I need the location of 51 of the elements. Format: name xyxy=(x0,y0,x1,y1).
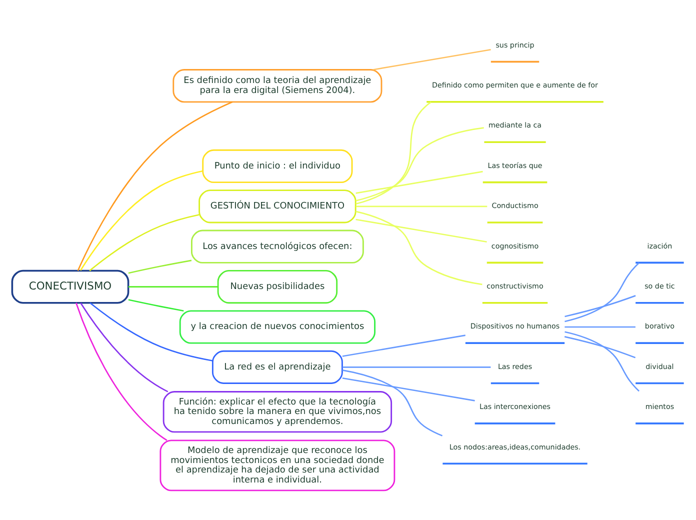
node-text: ización xyxy=(647,241,672,250)
node-text: constructivismo xyxy=(486,281,544,290)
connector xyxy=(90,302,213,362)
node-box: CONECTIVISMO xyxy=(11,270,130,304)
node-text: mientos xyxy=(645,402,674,412)
connector xyxy=(75,302,168,441)
connector xyxy=(356,210,482,286)
connector xyxy=(128,286,218,288)
connector xyxy=(356,127,484,202)
connector xyxy=(564,262,640,322)
connector xyxy=(80,170,203,271)
connector xyxy=(128,299,184,312)
node-box: Es definido como la teoria del aprendizaje para la era digital (Siemens 2004). xyxy=(172,69,382,103)
connector xyxy=(89,214,200,272)
node-text: Las redes xyxy=(498,362,532,371)
node-text: Las teorías que xyxy=(488,160,542,170)
connector xyxy=(342,366,491,368)
connector xyxy=(356,170,483,194)
node-box: Los avances tecnológicos ofecen: xyxy=(190,230,364,264)
connector xyxy=(80,302,168,392)
node-text: cognositismo xyxy=(491,241,539,250)
connector xyxy=(372,48,491,70)
node-text: sus princip xyxy=(496,40,534,50)
connector xyxy=(342,377,475,402)
node-box: Modelo de aprendizaje que reconoce los movimientos tectonicos en una sociedad donde el aprendizaje ha dejado de ser una actividad interna e individual. xyxy=(160,440,396,492)
node-text: Los nodos:areas,ideas,comunidades. xyxy=(449,442,581,452)
node-box: y la creacion de nuevos conocimientos xyxy=(179,310,376,344)
connector xyxy=(564,331,640,392)
node-box: Punto de inicio : el individuo xyxy=(202,149,353,184)
node-text: dividual xyxy=(646,362,674,371)
node-text: Conductismo xyxy=(492,201,538,210)
connector xyxy=(356,206,488,208)
node-text: Dispositivos no humanos xyxy=(470,322,560,331)
node-box: GESTIÓN DEL CONOCIMIENTO xyxy=(198,190,356,224)
connector xyxy=(564,336,636,358)
connector xyxy=(342,334,466,357)
connector xyxy=(564,326,636,328)
connector xyxy=(356,102,432,205)
node-text: Definido como permiten que e aumente de for xyxy=(432,80,598,90)
node-box: Función: explicar el efecto que la tecnología ha tenido sobre la manera en que vivimos,nos comunicamos y aprendemos. xyxy=(162,391,392,433)
node-text: mediante la ca xyxy=(488,120,542,130)
connector xyxy=(342,370,443,436)
connector xyxy=(564,295,636,318)
node-box: Nuevas posibilidades xyxy=(217,270,338,304)
connector xyxy=(77,101,233,271)
node-box: La red es el aprendizaje xyxy=(212,350,343,384)
connector xyxy=(356,218,487,243)
node-text: borativo xyxy=(644,322,674,331)
connector xyxy=(128,260,192,274)
node-text: Las interconexiones xyxy=(480,402,551,412)
node-text: so de tic xyxy=(644,281,675,290)
